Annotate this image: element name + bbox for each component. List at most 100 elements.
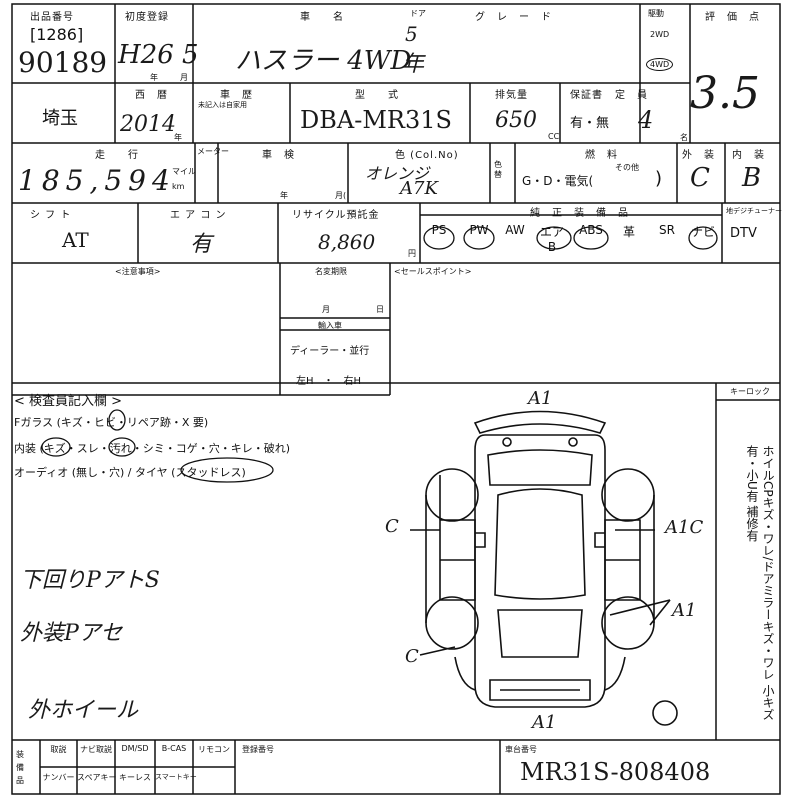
- keylock-label: キーロック: [730, 387, 770, 396]
- caution-label: <注意事項>: [115, 267, 161, 276]
- model-label: 型 式: [355, 90, 399, 101]
- cc-unit: CC: [548, 132, 560, 141]
- shift-label: シ フ ト: [30, 210, 72, 221]
- equipment-label: 純 正 装 備 品: [530, 208, 629, 219]
- inspector-line-interior: 内装 (キズ・スレ・汚れ・シミ・コゲ・穴・キレ・破れ): [14, 442, 291, 455]
- interior-value: B: [742, 163, 762, 193]
- chassis-value: MR31S-808408: [520, 758, 711, 786]
- grade-label: グ レ ー ド: [475, 12, 552, 23]
- car-name-value: ハスラー 4WD: [235, 46, 412, 76]
- acc-spare-key: スペアキー: [77, 773, 117, 782]
- door-label: ドア: [410, 9, 426, 18]
- lot-small-number: [1286]: [30, 25, 84, 44]
- mileage-unit-km: km: [172, 182, 185, 191]
- accessory-label: 装備品: [16, 750, 24, 785]
- acc-number: ナンバー: [42, 773, 75, 782]
- mileage-label: 走 行: [95, 150, 139, 161]
- fuel-close: ): [655, 168, 663, 189]
- acc-navi-manual: ナビ取説: [80, 745, 112, 754]
- equip-abs: ABS: [579, 223, 603, 237]
- ac-label: エ ア コ ン: [170, 210, 227, 221]
- dealer-options: ディーラー・並行: [290, 346, 370, 357]
- exterior-value: C: [690, 163, 710, 193]
- drive-label: 駆動: [648, 9, 664, 18]
- drive-4wd-circled: 4WD: [646, 58, 674, 71]
- recycle-label: リサイクル預託金: [292, 210, 380, 221]
- shaken-label: 車 歴: [220, 90, 253, 101]
- side-note-vertical: ホイルCPキズ・ワレ/ドアミラーキズ・ワレ 小キズ有・小U有 補修有: [745, 445, 775, 721]
- exterior-label: 外 装: [682, 150, 715, 161]
- import-label: 輸入車: [318, 321, 342, 330]
- tv-value: DTV: [730, 226, 757, 241]
- acc-manual: 取説: [50, 745, 67, 754]
- fuel-other: その他: [615, 163, 639, 172]
- shaken-note: 未記入は自家用: [198, 101, 247, 109]
- name-change-day: 日: [376, 305, 384, 314]
- recycle-amount: 8,860: [318, 230, 376, 254]
- year-unit: 年: [150, 73, 158, 82]
- equip-leather: 革: [622, 225, 635, 239]
- door-mark: 年: [402, 52, 425, 77]
- prefecture: 埼玉: [42, 108, 78, 129]
- capacity-value: 4: [638, 106, 654, 134]
- equip-aw: AW: [505, 223, 525, 237]
- equip-circles: [420, 215, 722, 263]
- acc-smart-key: スマートキー: [155, 773, 197, 781]
- inspection-label: 車 検: [262, 150, 295, 161]
- mileage-value: 185,594: [18, 164, 176, 197]
- damage-mark-left-rear: C: [405, 646, 419, 667]
- first-reg-value: H26 5: [118, 40, 199, 70]
- score-value: 3.5: [690, 68, 760, 119]
- first-reg-label: 初度登録: [125, 12, 169, 23]
- color-label: 色 (Col.No): [395, 150, 459, 161]
- displacement-value: 650: [495, 108, 537, 133]
- inspector-circle-marks: [0, 400, 300, 500]
- lot-label: 出品番号: [30, 12, 74, 23]
- damage-mark-rear: A1: [532, 712, 557, 733]
- shift-value: AT: [62, 228, 89, 252]
- damage-mark-front: A1: [528, 388, 553, 409]
- equip-pw: PW: [469, 223, 489, 237]
- score-label: 評 価 点: [705, 12, 760, 23]
- color-code: A7K: [400, 178, 438, 199]
- fuel-options: G・D・電気(: [522, 174, 594, 188]
- warranty-options: 有・無: [570, 116, 610, 131]
- meter-label: メーター: [197, 147, 229, 156]
- inspection-year: 年: [280, 191, 288, 200]
- seireki-year: 年: [174, 133, 182, 142]
- month-unit: 月: [180, 73, 188, 82]
- handwritten-wheel: 外ホイール: [28, 698, 139, 723]
- yen-unit: 円: [408, 249, 416, 258]
- drive-2wd: 2WD: [650, 30, 670, 39]
- interior-label: 内 装: [732, 150, 765, 161]
- registration-label: 登録番号: [242, 745, 274, 754]
- color-change-label: 色替: [494, 160, 502, 179]
- seireki-value: 2014: [120, 112, 176, 137]
- damage-mark-right-rear: A1: [672, 600, 697, 621]
- inspection-month: 月(: [335, 191, 347, 200]
- handwritten-undercarriage: 下回りPアトS: [20, 568, 160, 593]
- name-change-month: 月: [322, 305, 330, 314]
- car-name-label: 車 名: [300, 12, 344, 23]
- fuel-label: 燃 料: [585, 150, 618, 161]
- ac-value: 有: [190, 232, 213, 257]
- handwritten-exterior: 外装Pアセ: [20, 621, 123, 646]
- acc-remote: リモコン: [198, 745, 230, 754]
- handle-options: 左H ・ 右H: [296, 376, 362, 387]
- capacity-label: 定 員: [615, 90, 648, 101]
- inspector-line-fglass: Fガラス (キズ・ヒビ・リペア跡・X 要): [14, 416, 209, 429]
- sales-point-label: <セールスポイント>: [394, 267, 472, 276]
- damage-mark-left-front: C: [385, 516, 399, 537]
- damage-mark-right-front: A1C: [665, 517, 704, 538]
- seireki-label: 西 暦: [135, 90, 168, 101]
- chassis-label: 車台番号: [505, 745, 537, 754]
- inspector-section-label: < 検査員記入欄 >: [14, 394, 123, 409]
- color-value: オレンジ: [365, 164, 430, 183]
- capacity-unit: 名: [680, 133, 688, 142]
- name-change-label: 名変期限: [315, 267, 347, 276]
- acc-dm-sd: DM/SD: [121, 744, 149, 753]
- door-value: 5: [405, 22, 418, 46]
- car-diagram: [380, 395, 715, 740]
